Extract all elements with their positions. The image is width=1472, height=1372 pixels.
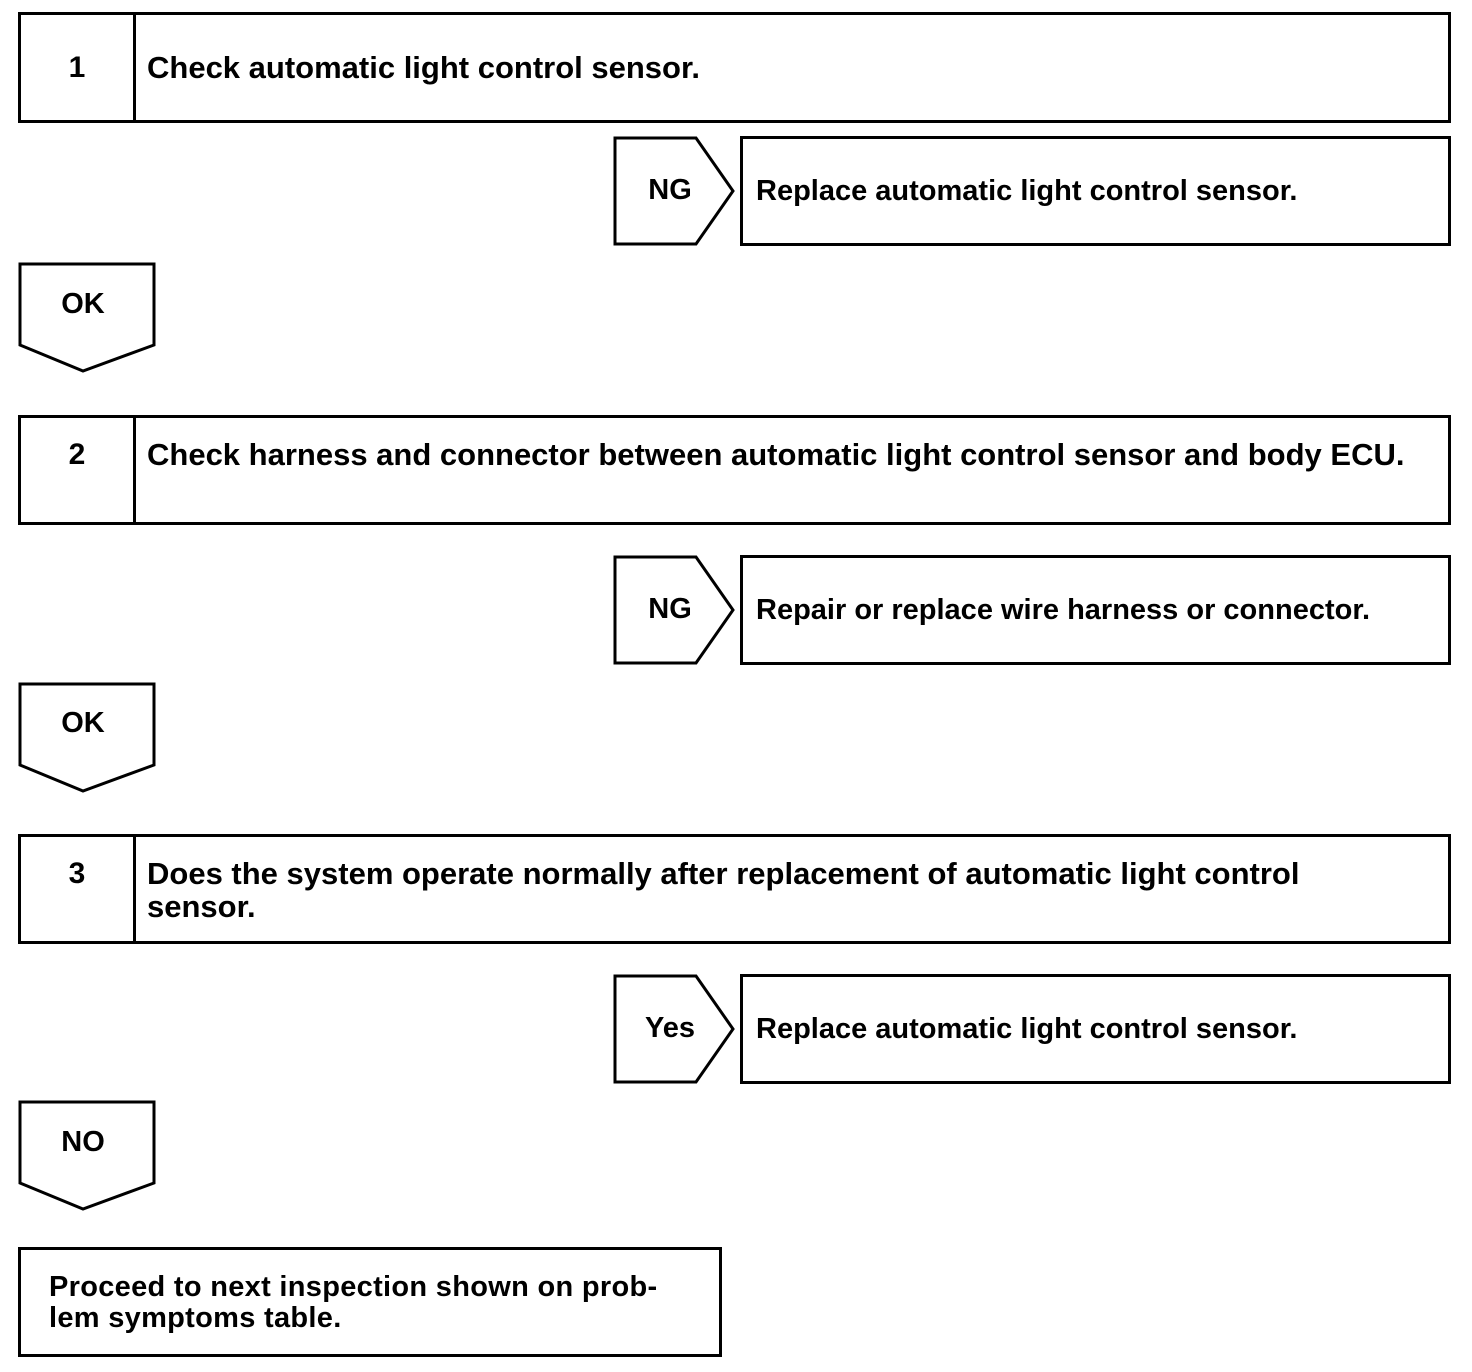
no-continue-3-arrow <box>18 1100 156 1211</box>
result-2-box: Repair or replace wire harness or connec… <box>740 555 1451 665</box>
step-3-number-cell: 3 <box>21 837 136 941</box>
step-2-box: 2 Check harness and connector between au… <box>18 415 1451 525</box>
step-3-number: 3 <box>68 857 86 890</box>
result-1-box: Replace automatic light control sensor. <box>740 136 1451 246</box>
step-2-number-cell: 2 <box>21 418 136 522</box>
ng-branch-2-label: NG <box>648 593 692 625</box>
ok-continue-2-label: OK <box>61 707 105 739</box>
ok-continue-1-arrow <box>18 262 156 373</box>
yes-branch-3-label: Yes <box>645 1012 695 1044</box>
step-2-number: 2 <box>68 438 86 471</box>
step-1-number-cell: 1 <box>21 15 136 120</box>
result-3-text: Replace automatic light control sensor. <box>756 1013 1298 1045</box>
final-step-box: Proceed to next inspection shown on prob… <box>18 1247 722 1357</box>
ok-continue-1-label: OK <box>61 288 105 320</box>
ng-branch-1-label: NG <box>648 174 692 206</box>
ok-continue-2-arrow <box>18 682 156 793</box>
no-continue-3-label: NO <box>61 1126 105 1158</box>
yes-branch-3-arrow <box>613 974 735 1084</box>
step-1-number: 1 <box>68 51 86 84</box>
final-step-text: Proceed to next inspection shown on prob… <box>49 1272 699 1334</box>
result-3-box: Replace automatic light control sensor. <box>740 974 1451 1084</box>
step-3-text: Does the system operate normally after r… <box>147 856 1300 924</box>
step-1-box: 1 Check automatic light control sensor. <box>18 12 1451 123</box>
final-step-text-line-2: lem symptoms table. <box>49 1302 342 1334</box>
final-step-text-line-1: Proceed to next inspection shown on prob… <box>49 1271 658 1303</box>
step-1-text: Check automatic light control sensor. <box>147 50 700 85</box>
ng-branch-1-arrow <box>613 136 735 246</box>
ng-branch-2-arrow <box>613 555 735 665</box>
step-2-text: Check harness and connector between auto… <box>147 437 1405 472</box>
step-3-box: 3 Does the system operate normally after… <box>18 834 1451 944</box>
result-1-text: Replace automatic light control sensor. <box>756 175 1298 207</box>
result-2-text: Repair or replace wire harness or connec… <box>756 594 1371 626</box>
